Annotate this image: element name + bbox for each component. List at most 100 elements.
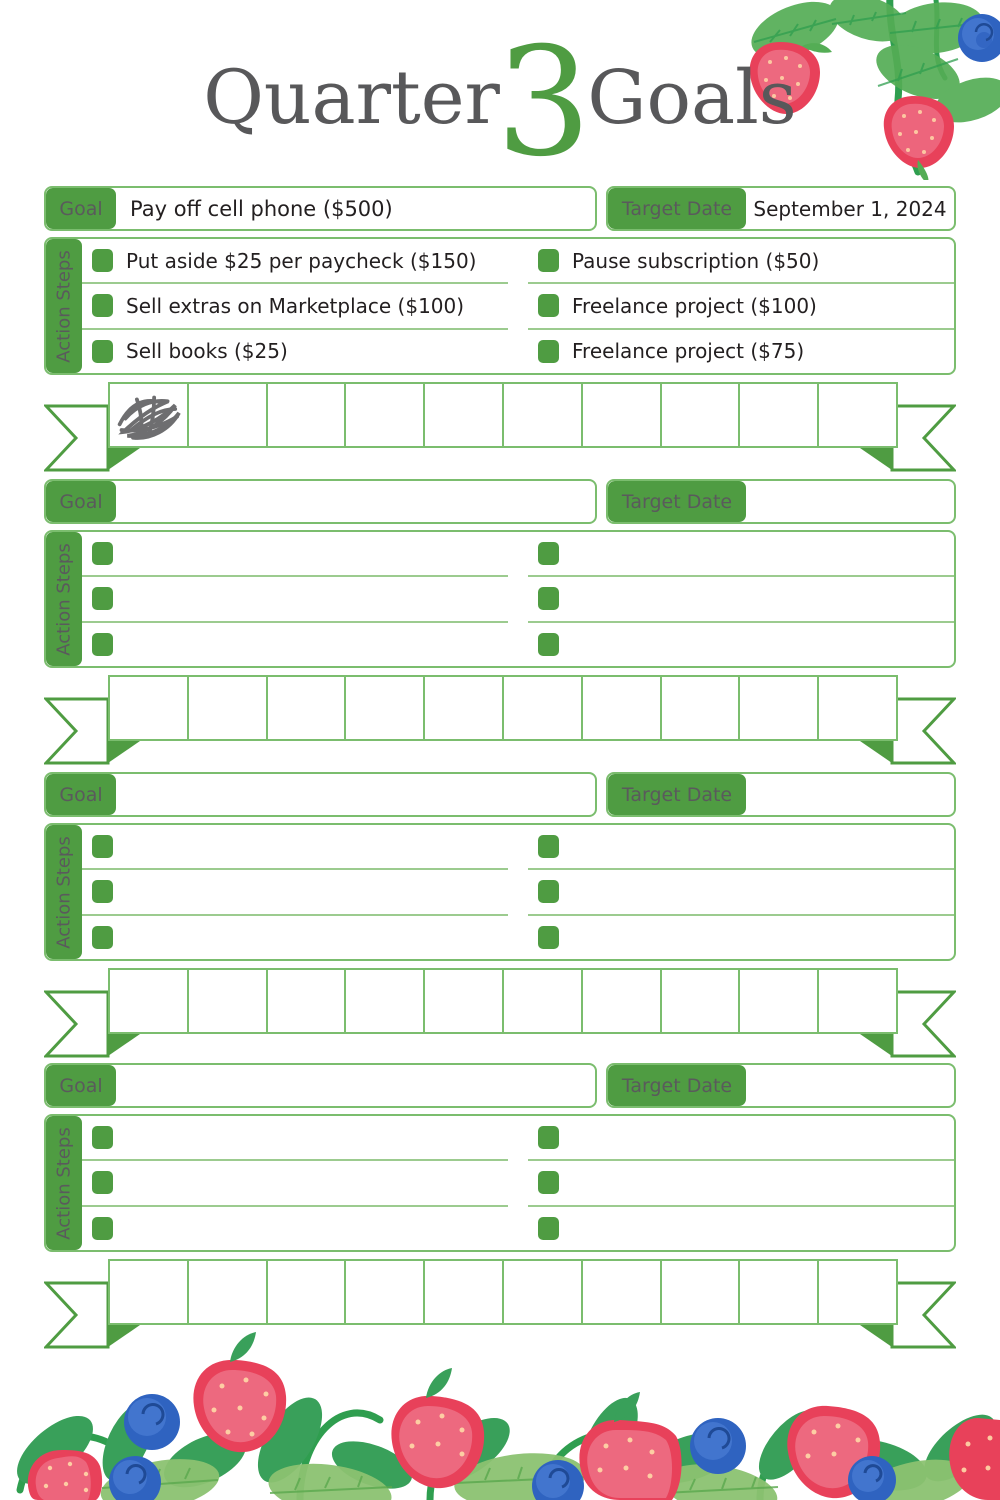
tracker-cell[interactable] — [740, 677, 820, 739]
checkbox-icon[interactable] — [92, 632, 113, 656]
tracker-cell[interactable] — [583, 1261, 662, 1323]
action-step-item[interactable] — [82, 1116, 508, 1162]
action-step-item[interactable] — [528, 916, 954, 959]
tracker-cell[interactable] — [740, 384, 820, 446]
target-date-input-value[interactable] — [746, 774, 954, 815]
action-step-item[interactable] — [82, 577, 508, 623]
checkbox-icon[interactable] — [538, 339, 559, 363]
tracker-cell[interactable] — [268, 1261, 347, 1323]
action-step-item[interactable]: Sell extras on Marketplace ($100) — [82, 284, 508, 330]
action-step-item[interactable] — [528, 1161, 954, 1207]
checkbox-icon[interactable] — [92, 1171, 113, 1195]
action-step-item[interactable] — [528, 532, 954, 578]
checkbox-icon[interactable] — [92, 925, 113, 949]
checkbox-icon[interactable] — [92, 339, 113, 363]
goal-input-value[interactable]: Pay off cell phone ($500) — [130, 196, 393, 221]
checkbox-icon[interactable] — [92, 1126, 113, 1150]
goal-input-value[interactable] — [116, 774, 595, 815]
goal-input-value[interactable] — [116, 481, 595, 522]
action-step-item[interactable] — [82, 1161, 508, 1207]
tracker-cell[interactable] — [583, 677, 662, 739]
target-date-field[interactable]: Target Date — [606, 479, 956, 524]
checkbox-icon[interactable] — [538, 542, 559, 566]
tracker-cell[interactable] — [662, 1261, 741, 1323]
checkbox-icon[interactable] — [538, 1171, 559, 1195]
tracker-cell[interactable] — [662, 970, 741, 1032]
tracker-cell[interactable] — [504, 970, 583, 1032]
tracker-cell[interactable] — [189, 1261, 268, 1323]
action-step-item[interactable] — [528, 870, 954, 916]
action-step-item[interactable]: Freelance project ($100) — [528, 284, 954, 330]
action-step-item[interactable] — [82, 532, 508, 578]
tracker-cell[interactable] — [662, 384, 741, 446]
tracker-cell[interactable] — [110, 677, 189, 739]
tracker-cell[interactable] — [346, 970, 426, 1032]
action-step-item[interactable]: Sell books ($25) — [82, 330, 508, 373]
tracker-cell[interactable] — [110, 970, 189, 1032]
tracker-cell[interactable] — [425, 970, 504, 1032]
tracker-cell[interactable] — [819, 384, 896, 446]
tracker-cell[interactable] — [819, 970, 896, 1032]
tracker-cell[interactable] — [583, 384, 662, 446]
tracker-cell[interactable] — [189, 384, 268, 446]
tracker-cell[interactable] — [819, 1261, 896, 1323]
tracker-cell[interactable] — [268, 677, 347, 739]
action-step-item[interactable]: Pause subscription ($50) — [528, 239, 954, 285]
checkbox-icon[interactable] — [538, 1216, 559, 1240]
checkbox-icon[interactable] — [92, 542, 113, 566]
tracker-cell[interactable] — [425, 1261, 504, 1323]
action-step-item[interactable] — [528, 623, 954, 666]
tracker-cell[interactable] — [504, 384, 583, 446]
checkbox-icon[interactable] — [538, 587, 559, 611]
tracker-cell[interactable] — [583, 970, 662, 1032]
checkbox-icon[interactable] — [92, 587, 113, 611]
target-date-field[interactable]: Target Date — [606, 772, 956, 817]
action-step-item[interactable] — [528, 1116, 954, 1162]
target-date-input-value[interactable] — [746, 481, 954, 522]
tracker-cell[interactable] — [189, 677, 268, 739]
tracker-cell[interactable] — [268, 970, 347, 1032]
action-step-item[interactable] — [528, 825, 954, 871]
tracker-cell[interactable] — [110, 1261, 189, 1323]
target-date-input-value[interactable] — [746, 1065, 954, 1106]
tracker-cell[interactable] — [346, 1261, 426, 1323]
action-step-item[interactable] — [528, 1207, 954, 1250]
action-step-item[interactable]: Freelance project ($75) — [528, 330, 954, 373]
checkbox-icon[interactable] — [92, 294, 113, 318]
goal-input-value[interactable] — [116, 1065, 595, 1106]
tracker-cell[interactable] — [740, 1261, 820, 1323]
action-step-item[interactable] — [82, 623, 508, 666]
checkbox-icon[interactable] — [92, 880, 113, 904]
tracker-cell[interactable] — [425, 384, 504, 446]
tracker-cell[interactable] — [189, 970, 268, 1032]
action-step-item[interactable] — [82, 825, 508, 871]
tracker-cell[interactable] — [819, 677, 896, 739]
goal-field[interactable]: Goal — [44, 1063, 597, 1108]
checkbox-icon[interactable] — [538, 925, 559, 949]
target-date-input-value[interactable]: September 1, 2024 — [753, 196, 947, 221]
checkbox-icon[interactable] — [538, 835, 559, 859]
action-step-item[interactable] — [528, 577, 954, 623]
goal-field[interactable]: Goal — [44, 772, 597, 817]
tracker-cell[interactable] — [662, 677, 741, 739]
checkbox-icon[interactable] — [538, 632, 559, 656]
tracker-cell[interactable] — [740, 970, 820, 1032]
checkbox-icon[interactable] — [538, 294, 559, 318]
goal-field[interactable]: Goal — [44, 479, 597, 524]
tracker-cell[interactable] — [425, 677, 504, 739]
checkbox-icon[interactable] — [92, 1216, 113, 1240]
tracker-cell[interactable] — [504, 1261, 583, 1323]
tracker-cell[interactable] — [346, 384, 426, 446]
tracker-cell[interactable] — [110, 384, 189, 446]
tracker-cell[interactable] — [268, 384, 347, 446]
tracker-cell[interactable] — [346, 677, 426, 739]
checkbox-icon[interactable] — [538, 1126, 559, 1150]
action-step-item[interactable] — [82, 916, 508, 959]
target-date-field[interactable]: Target Date September 1, 2024 — [606, 186, 956, 231]
action-step-item[interactable] — [82, 870, 508, 916]
goal-field[interactable]: Goal Pay off cell phone ($500) — [44, 186, 597, 231]
tracker-cell[interactable] — [504, 677, 583, 739]
checkbox-icon[interactable] — [92, 249, 113, 273]
action-step-item[interactable] — [82, 1207, 508, 1250]
checkbox-icon[interactable] — [92, 835, 113, 859]
